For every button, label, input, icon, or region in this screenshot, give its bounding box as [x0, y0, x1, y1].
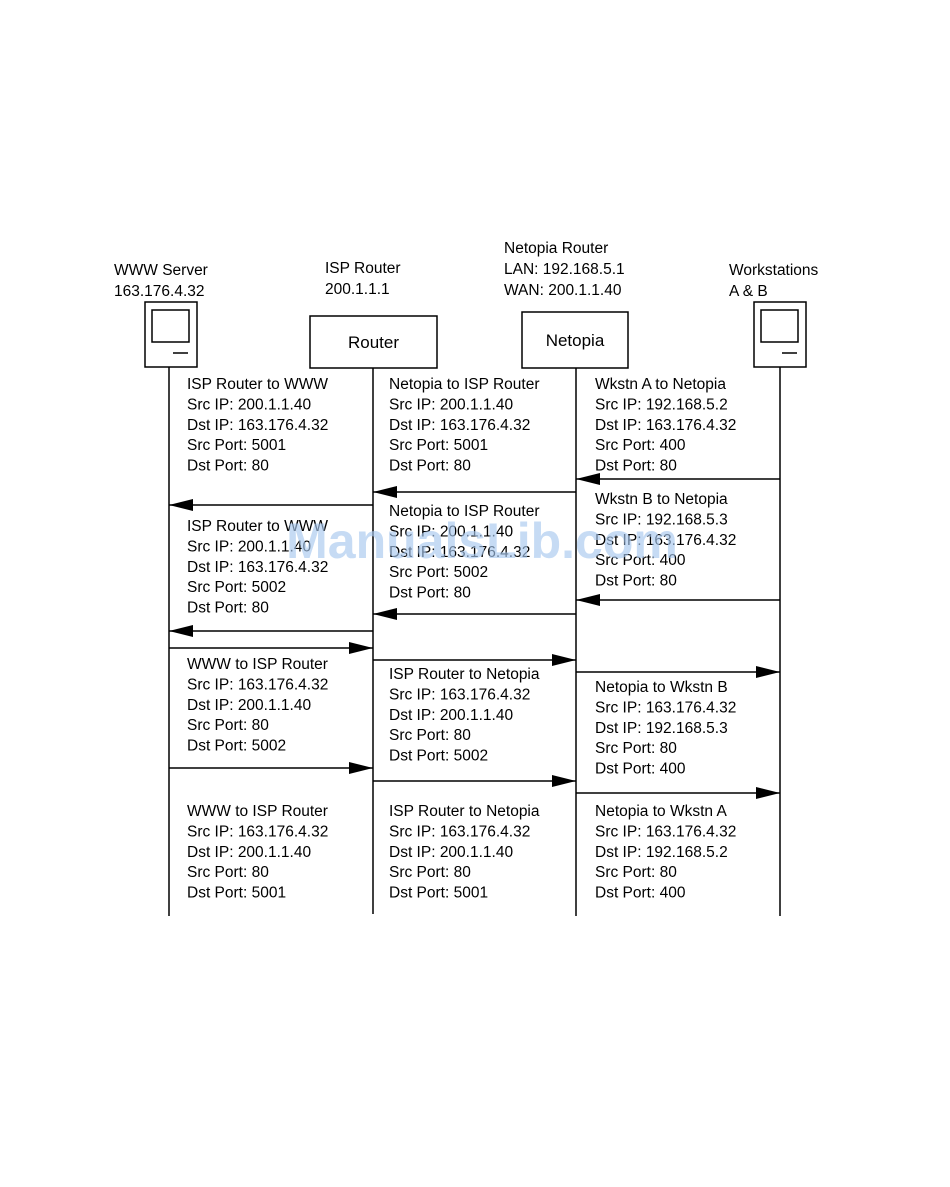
message-line: Src Port: 5001	[389, 437, 488, 454]
message-line: Wkstn B to Netopia	[595, 491, 728, 508]
message-line: Dst IP: 192.168.5.2	[595, 844, 728, 861]
message-line: Dst IP: 163.176.4.32	[187, 559, 328, 576]
message-line: Dst IP: 200.1.1.40	[187, 844, 311, 861]
message-line: Src IP: 200.1.1.40	[389, 396, 513, 413]
message-line: Dst IP: 163.176.4.32	[595, 417, 736, 434]
workstations-header: Workstations A & B	[729, 262, 819, 300]
message-line: Src Port: 80	[389, 864, 471, 881]
message-line: Netopia to Wkstn B	[595, 679, 728, 696]
isp-router-box: Router	[309, 315, 438, 369]
message-line: Dst Port: 80	[595, 573, 677, 590]
message-line: Dst IP: 200.1.1.40	[389, 844, 513, 861]
message-line: Src Port: 5002	[389, 564, 488, 581]
message-line: Src Port: 400	[595, 437, 686, 454]
message-line: Src IP: 200.1.1.40	[187, 396, 311, 413]
netopia-router-header: Netopia Router LAN: 192.168.5.1 WAN: 200…	[504, 240, 625, 299]
message-line: WWW to ISP Router	[187, 656, 328, 673]
message-line: Src IP: 200.1.1.40	[187, 538, 311, 555]
message-isp-to-www-a: ISP Router to WWW Src IP: 200.1.1.40 Dst…	[187, 376, 328, 475]
message-line: Src Port: 80	[389, 727, 471, 744]
watermark: ManualsLib.com	[286, 513, 678, 569]
message-isp-to-netopia-b: ISP Router to Netopia Src IP: 163.176.4.…	[389, 666, 540, 765]
message-line: ISP Router to Netopia	[389, 666, 540, 683]
netopia-router-title: Netopia Router	[504, 240, 608, 257]
message-isp-to-netopia-a: ISP Router to Netopia Src IP: 163.176.4.…	[389, 803, 540, 902]
netopia-router-wan: WAN: 200.1.1.40	[504, 282, 622, 299]
message-line: Dst Port: 80	[187, 600, 269, 617]
message-line: ISP Router to WWW	[187, 376, 328, 393]
isp-router-box-label: Router	[348, 333, 399, 352]
isp-router-title: ISP Router	[325, 260, 401, 277]
message-line: Src Port: 5002	[187, 579, 286, 596]
message-line: Dst Port: 400	[595, 761, 686, 778]
message-line: Dst Port: 5002	[389, 748, 488, 765]
message-line: Src IP: 163.176.4.32	[187, 676, 328, 693]
netopia-router-lan: LAN: 192.168.5.1	[504, 261, 625, 278]
www-server-computer-icon	[144, 301, 198, 368]
message-line: Netopia to ISP Router	[389, 376, 540, 393]
message-isp-to-www-b: ISP Router to WWW Src IP: 200.1.1.40 Dst…	[187, 518, 328, 617]
message-line: Dst IP: 192.168.5.3	[595, 720, 728, 737]
message-netopia-to-isp-b: Netopia to ISP Router Src IP: 200.1.1.40…	[389, 503, 540, 602]
netopia-box: Netopia	[521, 311, 629, 369]
message-line: Dst Port: 5001	[389, 885, 488, 902]
message-line: Dst Port: 400	[595, 885, 686, 902]
message-line: ISP Router to WWW	[187, 518, 328, 535]
message-line: Dst Port: 5002	[187, 738, 286, 755]
isp-router-address: 200.1.1.1	[325, 281, 390, 298]
isp-router-header: ISP Router 200.1.1.1	[325, 260, 401, 298]
message-wkstn-a-to-netopia: Wkstn A to Netopia Src IP: 192.168.5.2 D…	[595, 376, 736, 475]
message-line: Wkstn A to Netopia	[595, 376, 726, 393]
message-line: Dst IP: 163.176.4.32	[389, 544, 530, 561]
message-line: Src Port: 80	[187, 864, 269, 881]
message-line: Dst Port: 80	[389, 458, 471, 475]
message-line: Src Port: 80	[187, 717, 269, 734]
message-line: Dst Port: 80	[389, 585, 471, 602]
message-line: Src IP: 192.168.5.3	[595, 511, 728, 528]
message-line: Dst IP: 163.176.4.32	[389, 417, 530, 434]
workstations-title: Workstations	[729, 262, 819, 279]
message-netopia-to-wkstn-b: Netopia to Wkstn B Src IP: 163.176.4.32 …	[595, 679, 736, 778]
message-line: Netopia to ISP Router	[389, 503, 540, 520]
message-www-to-isp-b: WWW to ISP Router Src IP: 163.176.4.32 D…	[187, 656, 328, 755]
message-line: Src Port: 80	[595, 864, 677, 881]
message-line: Dst IP: 200.1.1.40	[187, 697, 311, 714]
message-line: Dst Port: 80	[187, 458, 269, 475]
netopia-box-label: Netopia	[546, 331, 605, 350]
www-server-header: WWW Server 163.176.4.32	[114, 262, 208, 300]
message-line: Dst Port: 80	[595, 458, 677, 475]
message-www-to-isp-a: WWW to ISP Router Src IP: 163.176.4.32 D…	[187, 803, 328, 902]
message-line: Dst Port: 5001	[187, 885, 286, 902]
message-wkstn-b-to-netopia: Wkstn B to Netopia Src IP: 192.168.5.3 D…	[595, 491, 736, 590]
message-line: Src IP: 200.1.1.40	[389, 523, 513, 540]
www-server-title: WWW Server	[114, 262, 208, 279]
message-line: Src IP: 163.176.4.32	[595, 699, 736, 716]
message-line: Src IP: 192.168.5.2	[595, 396, 728, 413]
message-line: Src IP: 163.176.4.32	[595, 823, 736, 840]
message-line: Src IP: 163.176.4.32	[389, 823, 530, 840]
message-line: Dst IP: 163.176.4.32	[187, 417, 328, 434]
message-line: Src Port: 5001	[187, 437, 286, 454]
message-line: Dst IP: 163.176.4.32	[595, 532, 736, 549]
message-line: Netopia to Wkstn A	[595, 803, 727, 820]
message-line: WWW to ISP Router	[187, 803, 328, 820]
www-server-address: 163.176.4.32	[114, 283, 205, 300]
message-line: ISP Router to Netopia	[389, 803, 540, 820]
workstations-computer-icon	[753, 301, 807, 368]
message-netopia-to-wkstn-a: Netopia to Wkstn A Src IP: 163.176.4.32 …	[595, 803, 736, 902]
message-line: Src Port: 80	[595, 740, 677, 757]
message-netopia-to-isp-a: Netopia to ISP Router Src IP: 200.1.1.40…	[389, 376, 540, 475]
message-line: Src Port: 400	[595, 552, 686, 569]
message-line: Dst IP: 200.1.1.40	[389, 707, 513, 724]
message-line: Src IP: 163.176.4.32	[389, 686, 530, 703]
message-line: Src IP: 163.176.4.32	[187, 823, 328, 840]
workstations-subtitle: A & B	[729, 283, 768, 300]
